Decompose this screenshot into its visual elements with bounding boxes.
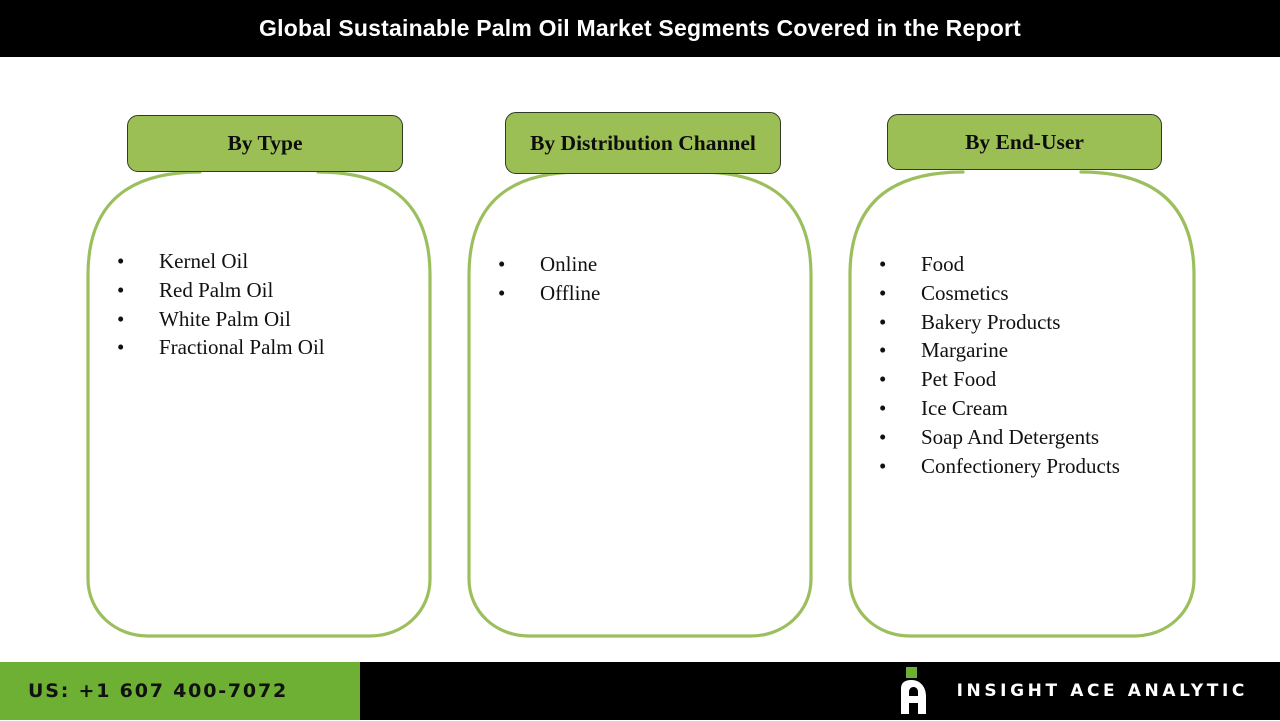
bullet-icon: • bbox=[117, 335, 125, 360]
list-item-label: Margarine bbox=[921, 338, 1009, 363]
card-items-by-distribution-channel: • Online • Offline bbox=[498, 250, 600, 308]
bullet-icon: • bbox=[879, 367, 887, 392]
bullet-icon: • bbox=[117, 277, 125, 302]
card-header-label: By End-User bbox=[965, 129, 1084, 154]
bullet-icon: • bbox=[498, 252, 506, 276]
list-item: • Kernel Oil bbox=[117, 247, 325, 276]
list-item-label: Soap And Detergents bbox=[921, 424, 1100, 449]
list-item: • White Palm Oil bbox=[117, 305, 325, 334]
list-item: • Red Palm Oil bbox=[117, 276, 325, 305]
list-item-label: Ice Cream bbox=[921, 395, 1008, 420]
card-header-label: By Type bbox=[227, 131, 303, 155]
footer-phone-number[interactable]: US: +1 607 400-7072 bbox=[28, 680, 288, 702]
card-header-by-end-user: By End-User bbox=[887, 114, 1162, 170]
list-item-label: Pet Food bbox=[921, 367, 997, 392]
list-item: • Fractional Palm Oil bbox=[117, 333, 325, 362]
list-item-label: Food bbox=[921, 252, 965, 276]
logo-svg bbox=[900, 667, 926, 714]
bullet-icon: • bbox=[879, 309, 887, 334]
bullet-icon: • bbox=[879, 252, 887, 276]
list-item-label: Kernel Oil bbox=[159, 249, 249, 273]
bullet-icon: • bbox=[879, 424, 887, 449]
list-item-label: Cosmetics bbox=[921, 280, 1009, 305]
bullet-icon: • bbox=[117, 249, 125, 273]
card-outline-shape bbox=[86, 170, 432, 638]
list-item: • Soap And Detergents bbox=[879, 423, 1120, 452]
list-item: • Pet Food bbox=[879, 365, 1120, 394]
page-footer: US: +1 607 400-7072 INSIGHT ACE ANALYTIC bbox=[0, 662, 1280, 720]
bullet-icon: • bbox=[498, 280, 506, 305]
card-header-label: By Distribution Channel bbox=[530, 130, 756, 155]
card-outline-shape bbox=[467, 170, 813, 638]
footer-phone-block: US: +1 607 400-7072 bbox=[0, 662, 360, 720]
list-item: • Bakery Products bbox=[879, 308, 1120, 337]
card-items-by-type: • Kernel Oil • Red Palm Oil • White Palm… bbox=[117, 247, 325, 362]
list-item-label: Fractional Palm Oil bbox=[159, 335, 325, 360]
list-item-label: White Palm Oil bbox=[159, 306, 291, 331]
list-item: • Cosmetics bbox=[879, 279, 1120, 308]
list-item-label: Bakery Products bbox=[921, 309, 1061, 334]
list-item: • Margarine bbox=[879, 336, 1120, 365]
card-items-by-end-user: • Food • Cosmetics • Bakery Products • M… bbox=[879, 250, 1120, 480]
page-title: Global Sustainable Palm Oil Market Segme… bbox=[259, 15, 1021, 41]
bullet-icon: • bbox=[879, 395, 887, 420]
bullet-icon: • bbox=[117, 306, 125, 331]
card-header-by-type: By Type bbox=[127, 115, 403, 172]
bullet-icon: • bbox=[879, 453, 887, 478]
brand-name: INSIGHT ACE ANALYTIC bbox=[956, 681, 1248, 701]
list-item-label: Confectionery Products bbox=[921, 453, 1120, 478]
segment-card-by-distribution-channel: By Distribution Channel • Online • Offli… bbox=[466, 112, 814, 639]
list-item-label: Red Palm Oil bbox=[159, 277, 274, 302]
segments-canvas: By Type • Kernel Oil • Red Palm Oil • Wh… bbox=[0, 57, 1280, 662]
segment-card-by-end-user: By End-User • Food • Cosmetics • Bakery … bbox=[847, 114, 1197, 639]
segment-card-by-type: By Type • Kernel Oil • Red Palm Oil • Wh… bbox=[85, 115, 433, 639]
list-item: • Confectionery Products bbox=[879, 452, 1120, 481]
list-item-label: Offline bbox=[540, 280, 601, 305]
insight-ace-a-logo-icon bbox=[893, 666, 935, 716]
card-header-by-distribution-channel: By Distribution Channel bbox=[505, 112, 781, 174]
page-title-bar: Global Sustainable Palm Oil Market Segme… bbox=[0, 0, 1280, 57]
list-item-label: Online bbox=[540, 252, 598, 276]
footer-brand: INSIGHT ACE ANALYTIC bbox=[893, 662, 1248, 720]
bullet-icon: • bbox=[879, 280, 887, 305]
bullet-icon: • bbox=[879, 338, 887, 363]
list-item: • Online bbox=[498, 250, 600, 279]
list-item: • Food bbox=[879, 250, 1120, 279]
list-item: • Ice Cream bbox=[879, 394, 1120, 423]
list-item: • Offline bbox=[498, 279, 600, 308]
